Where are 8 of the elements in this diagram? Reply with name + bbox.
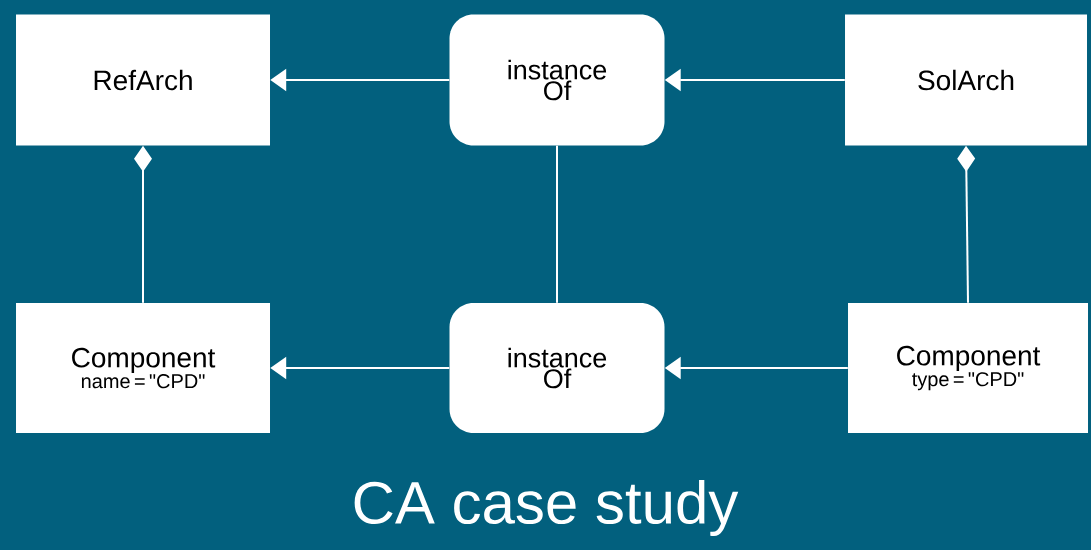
class-box: RefArch <box>16 14 270 146</box>
class-box: Component name = "CPD" <box>16 303 270 433</box>
relation-box: instance Of <box>449 303 665 433</box>
relation-box: instance Of <box>449 14 665 146</box>
connector-line <box>556 144 558 304</box>
class-box: Component type = "CPD" <box>848 303 1088 433</box>
title: CA case study <box>354 480 739 536</box>
class-box: SolArch <box>845 14 1087 146</box>
